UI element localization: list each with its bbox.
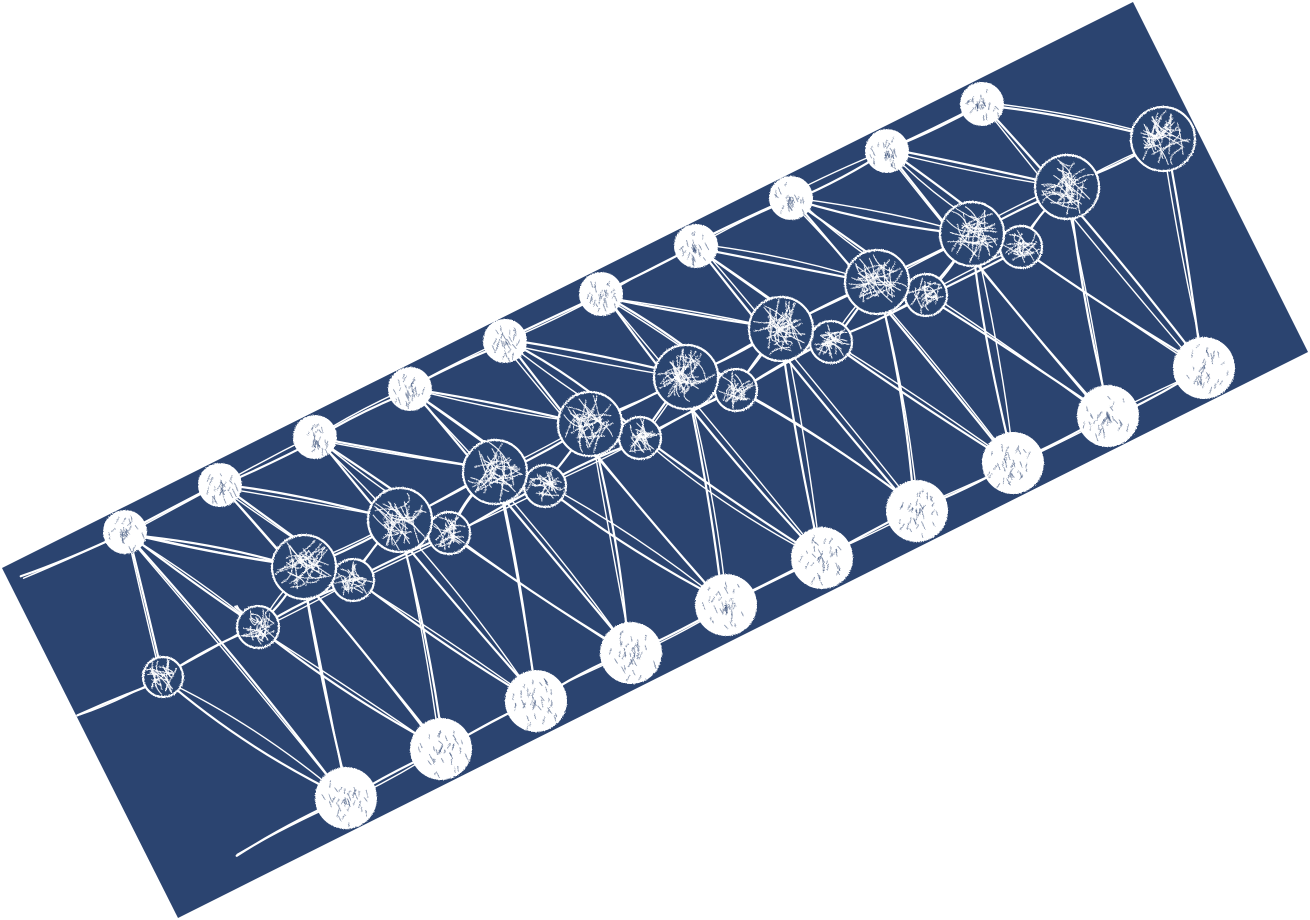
network-node: [617, 415, 663, 461]
network-edge: [124, 533, 348, 801]
network-node: [426, 510, 472, 556]
network-edge: [789, 200, 1016, 467]
network-edge: [601, 290, 822, 559]
network-node: [747, 295, 815, 363]
network-edge: [601, 291, 826, 562]
network-edge: [790, 196, 1015, 467]
network-node: [235, 604, 281, 650]
network-node: [769, 176, 813, 220]
network-node: [103, 510, 147, 554]
network-node: [843, 248, 911, 316]
network-node: [808, 319, 854, 365]
network-edge: [501, 342, 725, 605]
network-edge: [125, 532, 345, 798]
network-node: [600, 622, 662, 684]
network-edge: [408, 385, 635, 656]
network-nodes: [103, 82, 1235, 829]
network-node: [483, 319, 527, 366]
network-node: [1033, 153, 1101, 221]
network-node: [674, 224, 718, 268]
network-edge: [218, 483, 442, 748]
network-node: [410, 718, 472, 780]
network-edge: [697, 242, 921, 514]
network-node: [1129, 105, 1197, 173]
network-node: [293, 415, 337, 459]
network-node: [556, 390, 624, 458]
network-node: [791, 527, 853, 589]
network-node: [1173, 337, 1235, 399]
network-node: [522, 463, 568, 509]
network-node: [461, 438, 529, 506]
network-node: [938, 200, 1006, 268]
network-node: [315, 767, 377, 829]
network-node: [998, 224, 1044, 270]
network-edge: [883, 149, 1107, 416]
network-node: [141, 655, 185, 699]
network-edge: [980, 101, 1205, 368]
network-node: [388, 367, 432, 411]
network-edge: [694, 243, 916, 513]
network-edge: [311, 435, 539, 705]
network-node: [695, 574, 757, 636]
network-node: [366, 486, 434, 554]
network-edge: [410, 390, 633, 655]
network-node: [505, 670, 567, 732]
network-node: [330, 557, 376, 603]
network-node: [713, 367, 759, 413]
network-node: [960, 82, 1004, 126]
network-node: [198, 463, 242, 507]
network-edge: [316, 436, 540, 701]
network-node: [652, 343, 720, 411]
network-node: [270, 533, 338, 601]
network-node: [886, 480, 948, 542]
network-node: [982, 432, 1044, 494]
network-edge: [982, 104, 1202, 372]
network-node: [1077, 385, 1139, 447]
network-node: [903, 272, 949, 318]
network-node: [865, 129, 909, 173]
network-node: [579, 272, 623, 316]
